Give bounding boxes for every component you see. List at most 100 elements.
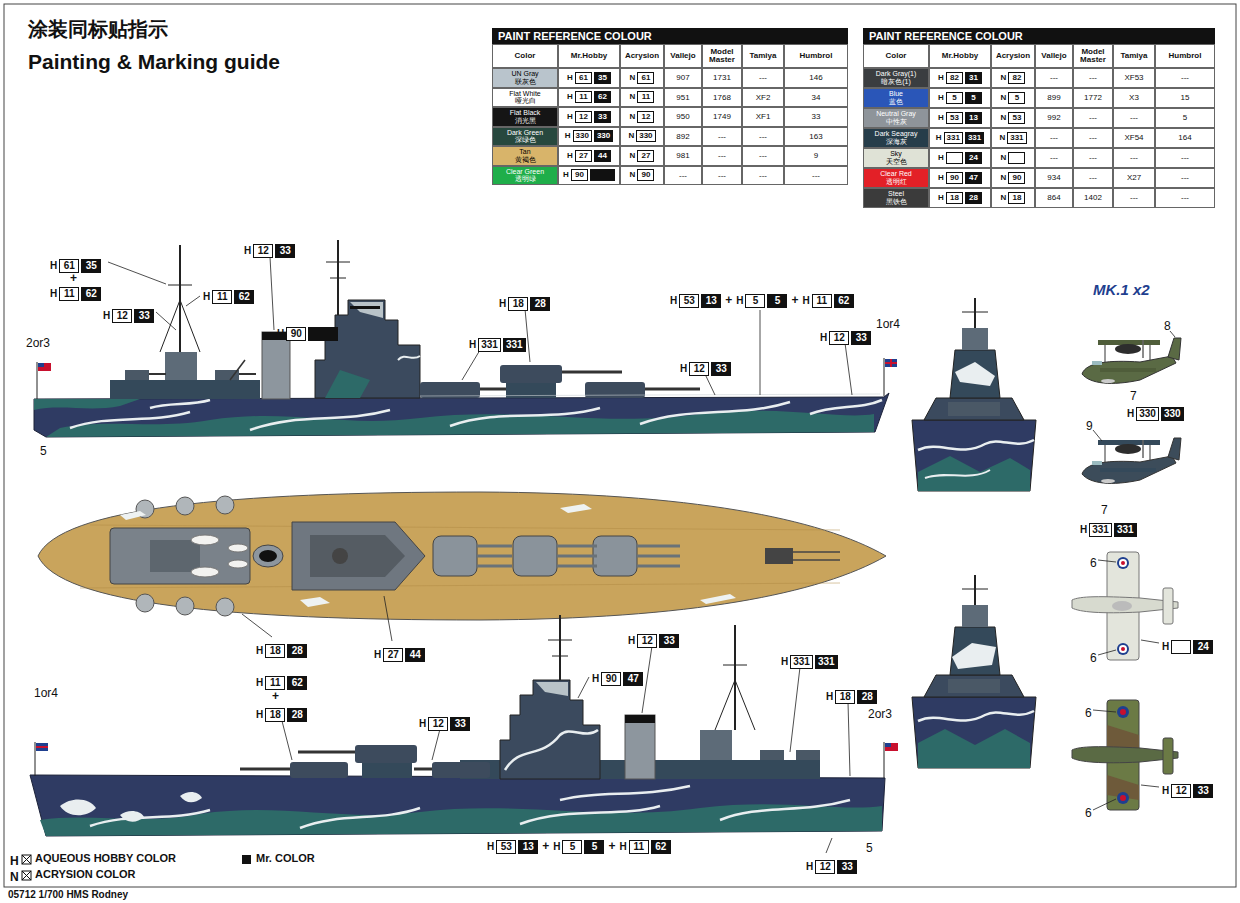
paint-prefix: H xyxy=(826,691,833,703)
aircraft-underside xyxy=(1117,643,1129,655)
hobby-code: 90 xyxy=(291,328,302,339)
ship-deck-plan xyxy=(38,492,886,620)
acrysion-code-box: 5 xyxy=(1008,92,1025,104)
hobby-code-box: 12 xyxy=(815,860,835,874)
color-swatch-cell: Clear Green透明绿 xyxy=(492,166,558,186)
paint-prefix: H xyxy=(553,841,560,853)
ship-profile-lower xyxy=(885,743,898,751)
mr-color-code-box: 35 xyxy=(81,259,101,273)
ship-profile-upper xyxy=(645,388,700,391)
paint-number: --- xyxy=(1181,173,1189,182)
paint-code: H1233 xyxy=(419,717,470,731)
hobby-code-box: 27 xyxy=(575,150,592,162)
mr-color-code-box: 62 xyxy=(234,290,254,304)
table-cell: H90 xyxy=(558,166,620,186)
paint-number: --- xyxy=(1181,193,1189,202)
table-cell: N61 xyxy=(620,68,664,88)
bow-view xyxy=(955,362,995,386)
ship-profile-upper xyxy=(398,356,420,360)
callout: H24 xyxy=(1162,636,1213,654)
mr-color-code-box: 33 xyxy=(659,634,679,648)
acrysion-code: N90 xyxy=(630,169,655,181)
hobby-code-box: 11 xyxy=(59,287,79,301)
mr-color-code-box: 5 xyxy=(584,840,604,854)
acrysion-code-box: 82 xyxy=(1008,72,1025,84)
color-swatch-cell: Steel黑铁色 xyxy=(863,188,929,208)
color-name-chinese: 消光黑 xyxy=(515,117,536,125)
callout: 2or3 xyxy=(868,704,892,722)
leader-line xyxy=(242,614,272,637)
paint-code: H1233 xyxy=(103,309,154,323)
hobby-code-box: 53 xyxy=(679,294,699,308)
ship-deck-plan xyxy=(80,525,840,588)
column-header: Model Master xyxy=(703,48,741,64)
mr-color-code-box: 47 xyxy=(623,672,643,686)
paint-number: XF2 xyxy=(756,93,771,102)
ship-profile-lower xyxy=(90,786,850,828)
acrysion-code: N xyxy=(1001,152,1026,164)
callout: + xyxy=(70,268,77,286)
aircraft-upper-side xyxy=(1120,795,1126,801)
ship-profile-upper xyxy=(230,360,245,380)
hobby-code: 12 xyxy=(694,363,705,374)
ship-profile-lower xyxy=(362,762,412,778)
callout: H331331 xyxy=(781,651,838,669)
ship-profile-upper xyxy=(330,278,346,279)
ship-deck-plan xyxy=(150,540,200,572)
mr-color-code: 28 xyxy=(535,298,546,309)
leader-line xyxy=(578,677,589,698)
hobby-code: 12 xyxy=(117,310,128,321)
table-cell: 907 xyxy=(664,68,702,88)
table-cell: N xyxy=(991,148,1035,168)
hobby-code-box: 18 xyxy=(946,192,963,204)
hobby-code: 11 xyxy=(270,677,281,688)
table-header-cell: Color xyxy=(863,44,929,68)
table-cell: H1162 xyxy=(558,88,620,108)
aircraft-side-view xyxy=(1115,444,1141,454)
mr-color-code-box: 47 xyxy=(965,172,982,184)
table-cell: --- xyxy=(1073,168,1113,188)
paint-number: --- xyxy=(1181,153,1189,162)
paint-number: 15 xyxy=(1181,93,1190,102)
paint-number: XF1 xyxy=(756,112,771,121)
color-name: Clear Green xyxy=(506,168,544,176)
paint-prefix: H xyxy=(567,151,573,161)
legend-symbol xyxy=(22,871,31,880)
table-cell: --- xyxy=(702,146,742,166)
callout: + xyxy=(272,686,279,704)
column-header: Tamiya xyxy=(1121,52,1148,60)
acrysion-code: 330 xyxy=(639,131,652,140)
color-name: Flat Black xyxy=(510,109,541,117)
hobby-code-box: 331 xyxy=(1089,523,1112,537)
color-swatch-cell: Sky天空色 xyxy=(863,148,929,168)
hobby-code: 53 xyxy=(684,295,695,306)
paint-prefix: H xyxy=(499,298,506,310)
paint-number: 992 xyxy=(1047,113,1060,122)
bow-view xyxy=(925,470,990,478)
hobby-code: 12 xyxy=(642,635,653,646)
paint-code-group: H5313+H55+H1162 xyxy=(670,294,854,308)
leader-line xyxy=(186,296,200,306)
hobby-code: 5 xyxy=(753,295,759,306)
ship-deck-plan xyxy=(593,536,637,576)
ship-deck-plan xyxy=(176,597,194,615)
legend-text: ACRYSION COLOR xyxy=(35,868,135,881)
mr-color-code: 44 xyxy=(598,151,607,160)
paint-prefix: H xyxy=(936,133,942,143)
paint-code: H1828 xyxy=(499,297,550,311)
table-cell: H24 xyxy=(929,148,991,168)
paint-code: H55 xyxy=(938,92,982,104)
table-cell: 1749 xyxy=(702,107,742,127)
aircraft-upper-side xyxy=(1072,700,1178,810)
table-cell: --- xyxy=(664,166,702,186)
aircraft-side-view xyxy=(1082,356,1176,383)
paint-code: H331331 xyxy=(936,132,985,144)
hobby-code-box: 331 xyxy=(944,132,963,144)
hobby-code: 11 xyxy=(816,295,827,306)
acrysion-code-box: 90 xyxy=(1008,172,1025,184)
paint-code: H1828 xyxy=(256,644,307,658)
mr-color-code-box: 28 xyxy=(287,644,307,658)
paint-number: --- xyxy=(1089,73,1097,82)
acrysion-code: N53 xyxy=(1001,112,1026,124)
leader-line xyxy=(845,343,852,395)
